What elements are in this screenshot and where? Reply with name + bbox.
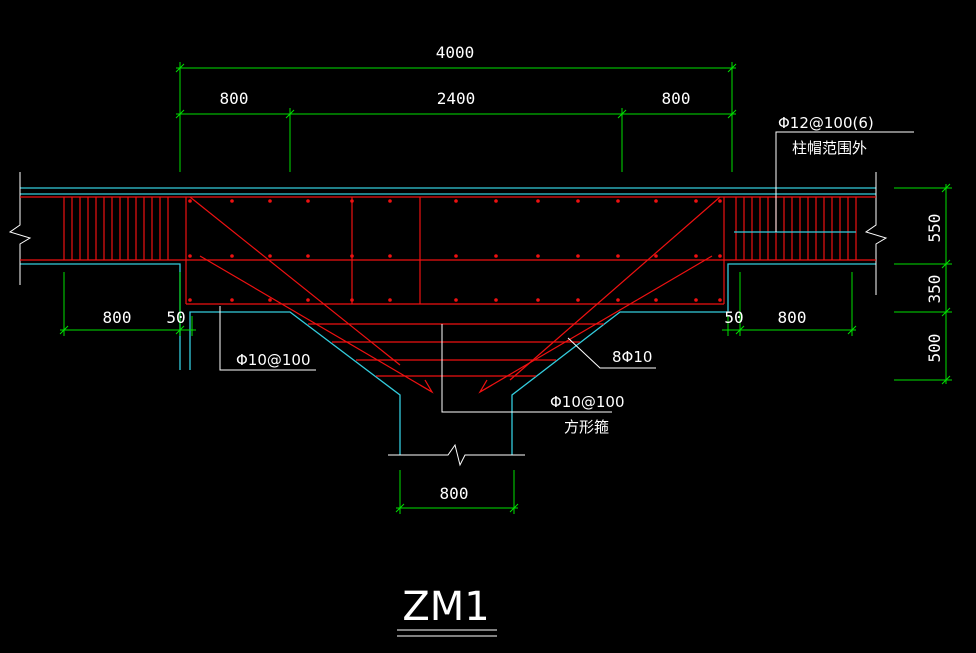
- dim-right-350: 350: [925, 275, 944, 304]
- dim-right-segment: 800: [662, 89, 691, 108]
- dim-left-segment: 800: [220, 89, 249, 108]
- dim-right-500: 500: [925, 334, 944, 363]
- dim-middle-segment: 2400: [437, 89, 476, 108]
- rebar-lines: [20, 196, 876, 394]
- dim-bottom-left-800: 800: [103, 308, 132, 327]
- label-top-rebar-note: 柱帽范围外: [792, 139, 867, 157]
- label-left-rebar: Φ10@100: [236, 351, 311, 369]
- label-top-rebar: Φ12@100(6): [778, 114, 874, 132]
- label-stirrup-note: 方形箍: [564, 418, 609, 436]
- leader-lines: [219, 131, 914, 637]
- concrete-outline: [8, 172, 888, 467]
- dim-total-width: 4000: [436, 43, 475, 62]
- label-diagonal-rebar: 8Φ10: [612, 348, 652, 366]
- label-stirrup: Φ10@100: [550, 393, 625, 411]
- dim-bottom-left-50: 50: [166, 308, 185, 327]
- dim-column-width: 800: [440, 484, 469, 503]
- dim-bottom-right-800: 800: [778, 308, 807, 327]
- drawing-title: ZM1: [402, 584, 489, 630]
- dim-bottom-right-50: 50: [724, 308, 743, 327]
- dimension-lines: [59, 62, 952, 514]
- dim-right-550: 550: [925, 214, 944, 243]
